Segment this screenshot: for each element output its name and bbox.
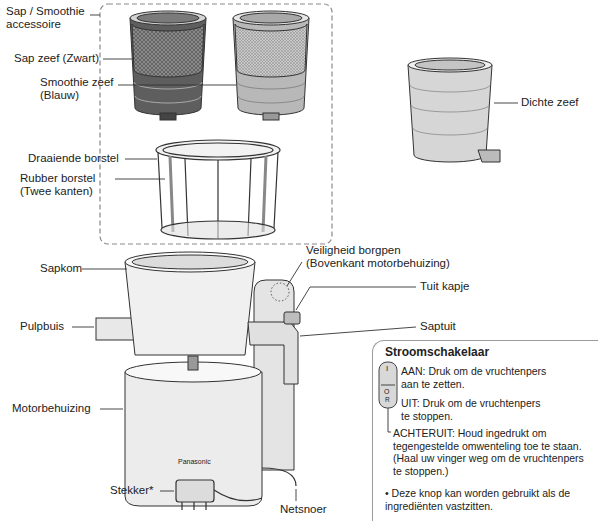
accessory-group-outline xyxy=(100,4,332,244)
part-label: Rubber borstel (Twee kanten) xyxy=(20,172,116,198)
part-label: Tuit kapje xyxy=(420,280,469,293)
part-label: Draaiende borstel xyxy=(28,152,119,165)
switch-symbol: I xyxy=(386,365,388,373)
juice-bowl xyxy=(96,252,300,384)
part-label: Veiligheid borgpen (Bovenkant motorbehui… xyxy=(306,244,456,270)
part-label: Saptuit xyxy=(420,320,456,333)
power-cord-plug xyxy=(176,468,296,510)
part-label: Stekker* xyxy=(110,484,153,497)
closed-strainer xyxy=(408,58,500,162)
panel-heading: Stroomschakelaar xyxy=(385,345,489,359)
part-label: Sap zeef (Zwart) xyxy=(14,52,99,65)
switch-instruction: UIT: Druk om de vruchtenpers te stoppen. xyxy=(401,397,551,422)
switch-symbol: R xyxy=(385,397,390,404)
part-label: Sapkom xyxy=(40,262,82,275)
switch-panel: StroomschakelaarAAN: Druk om de vruchten… xyxy=(372,340,598,521)
rotating-brush xyxy=(156,140,280,239)
motor-housing xyxy=(125,356,262,506)
brand-mark: Panasonic xyxy=(178,458,211,465)
power-switch-icon xyxy=(379,362,397,432)
part-label: Pulpbuis xyxy=(20,320,64,333)
part-label: Smoothie zeef (Blauw) xyxy=(40,76,118,102)
switch-note: • Deze knop kan worden gebruikt als de i… xyxy=(385,487,589,512)
group-label: Sap / Smoothie accessoire xyxy=(6,5,90,31)
switch-symbol: O xyxy=(384,388,389,395)
juice-strainer xyxy=(130,11,206,120)
part-label: Dichte zeef xyxy=(521,96,579,109)
switch-instruction: AAN: Druk om de vruchtenpers aan te zett… xyxy=(401,365,551,390)
part-label: Netsnoer xyxy=(280,503,327,516)
smoothie-strainer xyxy=(233,11,309,120)
part-label: Motorbehuizing xyxy=(12,402,91,415)
switch-instruction: ACHTERUIT: Houd ingedrukt om tegengestel… xyxy=(393,427,589,477)
